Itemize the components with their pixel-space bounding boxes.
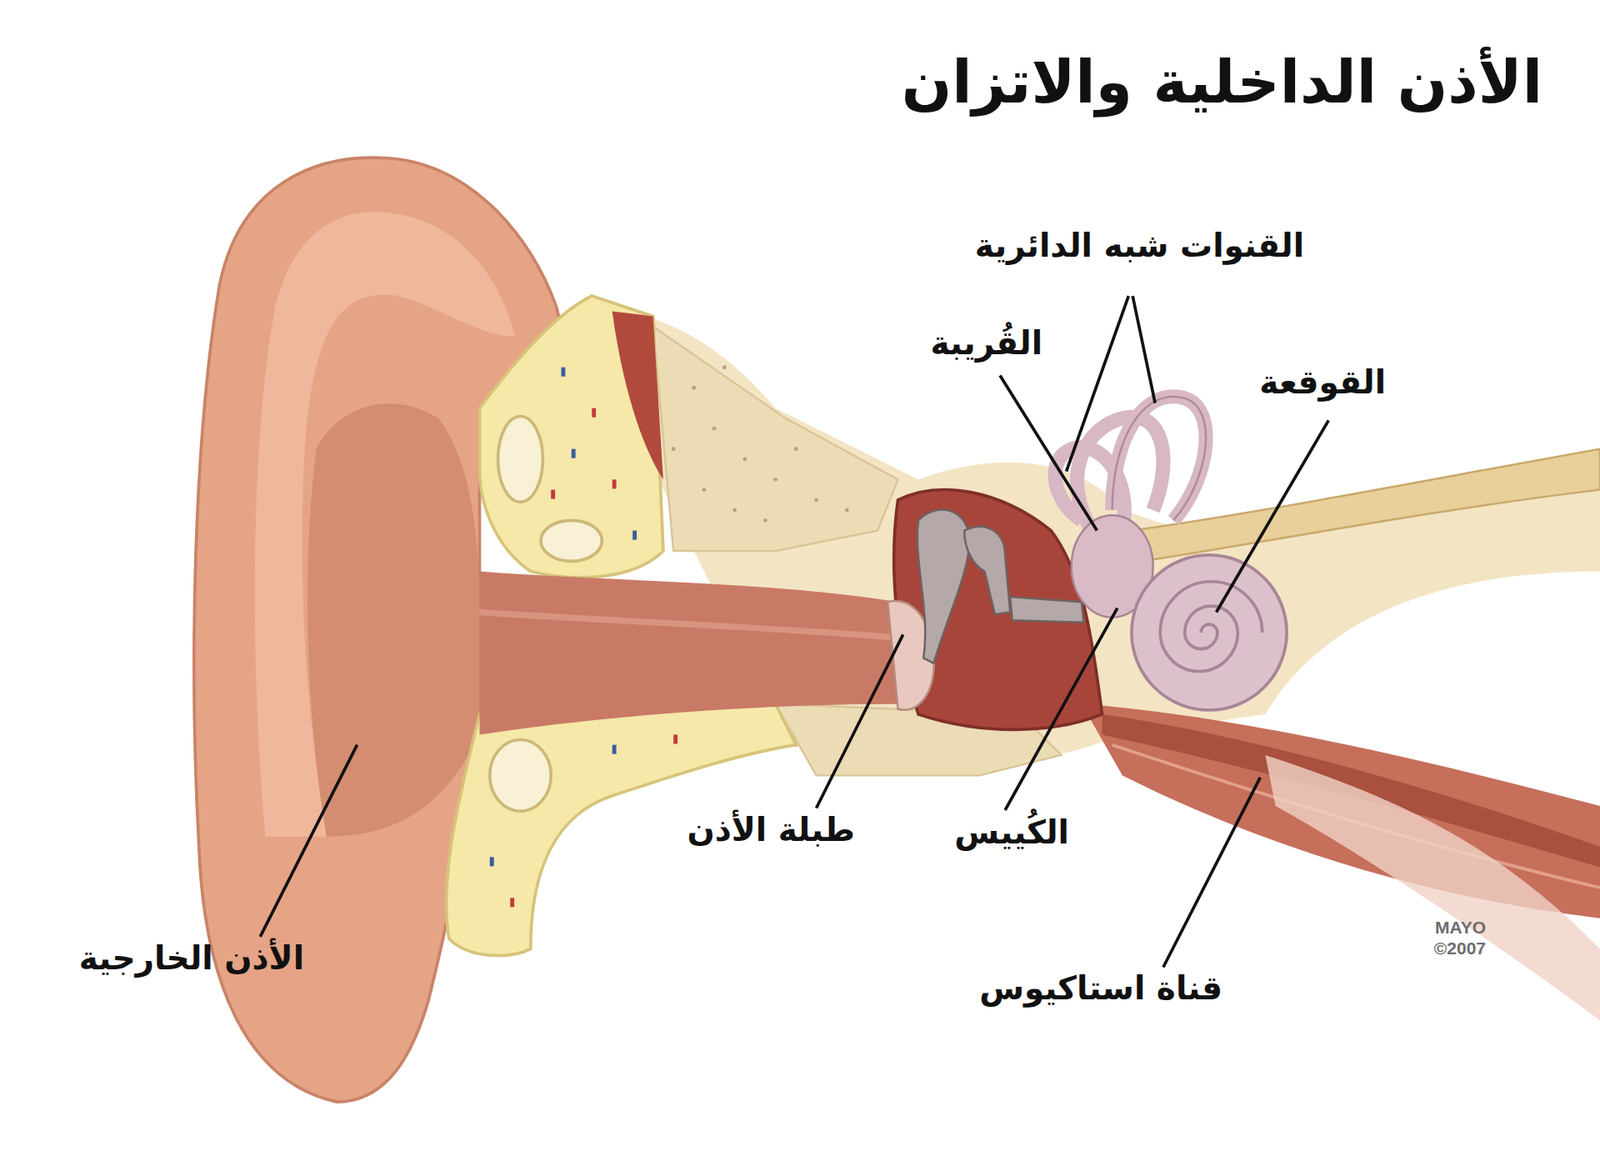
- part-label: القنوات شبه الدائرية: [975, 226, 1305, 266]
- bone-cell: [498, 415, 544, 502]
- concha: [307, 403, 480, 837]
- bone-dots: [490, 734, 678, 907]
- part-label: قناة استاكيوس: [979, 969, 1223, 1009]
- bone-section: [653, 326, 899, 551]
- cochlea: [1131, 555, 1287, 710]
- vessel: [612, 310, 664, 480]
- part-label: طبلة الأذن: [686, 810, 855, 850]
- bone-cell: [490, 740, 551, 812]
- watermark: MAYO: [1435, 916, 1486, 938]
- bone-section: [480, 295, 664, 578]
- semicircular-canals: [1055, 396, 1206, 531]
- leader-line: [260, 295, 1329, 968]
- ear-canal: [480, 571, 899, 735]
- part-label: القُريبة: [930, 324, 1043, 364]
- bone-dots: [550, 367, 637, 540]
- watermark: ©2007: [1434, 937, 1486, 959]
- canal-outline: [1112, 396, 1206, 520]
- cochlea-spiral: [1160, 581, 1262, 672]
- diagram-title: الأذن الداخلية والاتزان: [901, 46, 1543, 118]
- part-label: الكُييس: [954, 813, 1070, 853]
- canal-shade: [480, 612, 899, 639]
- ossicles: [917, 510, 1085, 664]
- part-label: الأذن الخارجية: [79, 939, 305, 979]
- bone-cell: [540, 520, 602, 561]
- part-label: القوقعة: [1259, 363, 1386, 403]
- tissue: [1265, 755, 1600, 1020]
